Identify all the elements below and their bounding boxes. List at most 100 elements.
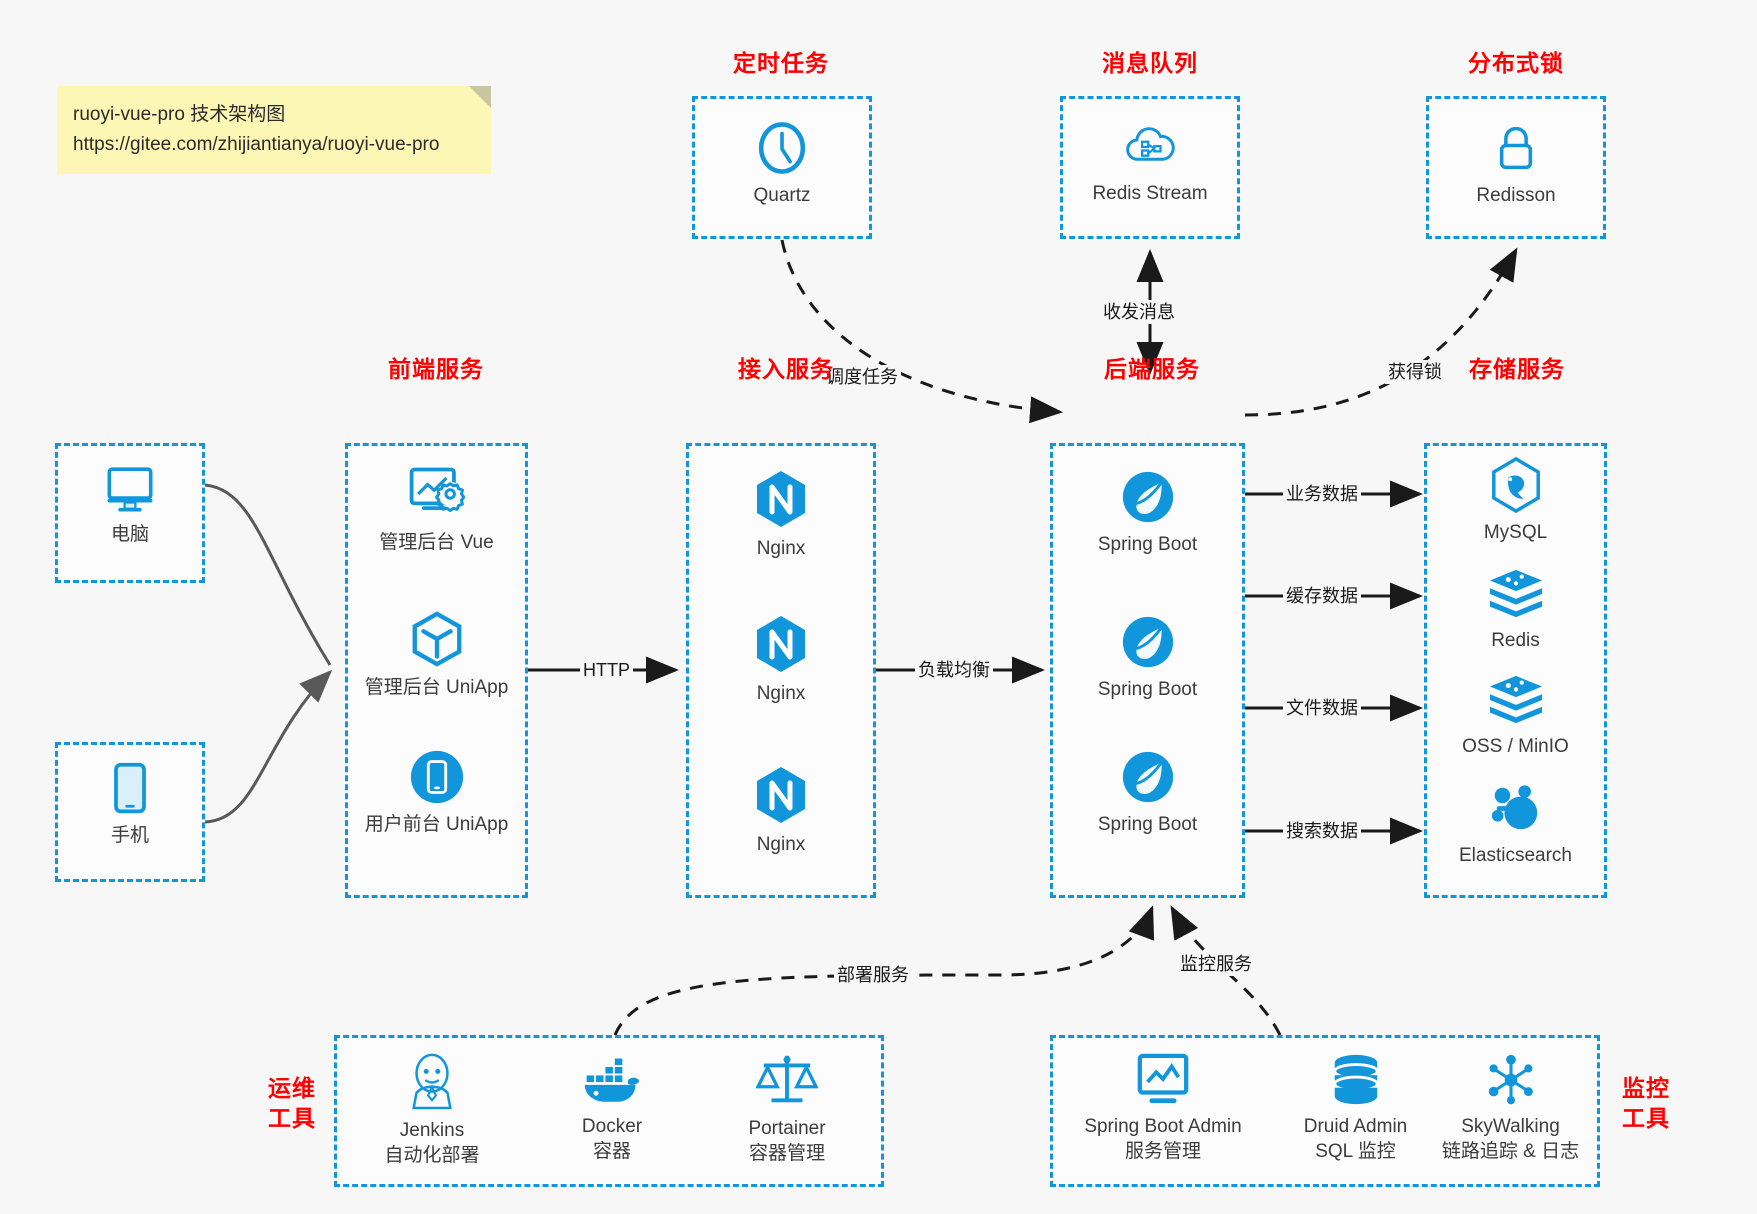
node-mobile[interactable]: 手机	[58, 761, 202, 848]
cube-icon	[412, 611, 461, 667]
node-label: Quartz	[753, 185, 811, 206]
edge-label-acquire-lock: 获得锁	[1385, 360, 1445, 384]
group-title-frontend: 前端服务	[388, 356, 484, 382]
node-elasticsearch[interactable]: Elasticsearch	[1427, 781, 1604, 868]
node-label: 用户前台 UniApp	[364, 814, 509, 835]
node-nginx-3[interactable]: Nginx	[689, 764, 873, 857]
group-device-desktop: 电脑	[55, 443, 205, 583]
group-gateway: Nginx Nginx Nginx	[686, 443, 876, 898]
spring-icon	[1122, 751, 1173, 803]
node-label: 电脑	[110, 524, 149, 545]
node-admin-vue[interactable]: 管理后台 Vue	[348, 464, 525, 555]
node-druid-admin[interactable]: Druid Admin SQL 监控	[1268, 1052, 1443, 1164]
group-lock: Redisson	[1426, 96, 1606, 239]
group-title-gateway: 接入服务	[738, 356, 834, 382]
node-desktop[interactable]: 电脑	[58, 462, 202, 547]
edge-label-send-receive-message: 收发消息	[1100, 300, 1178, 324]
node-label: Spring Boot Admin	[1084, 1116, 1242, 1137]
node-sublabel: 服务管理	[1124, 1141, 1201, 1162]
node-label: 手机	[110, 825, 149, 846]
edge-label-http: HTTP	[580, 658, 633, 682]
lock-icon	[1499, 126, 1533, 170]
node-skywalking[interactable]: SkyWalking 链路追踪 & 日志	[1423, 1052, 1598, 1164]
node-label: MySQL	[1483, 522, 1548, 543]
node-spring-boot-admin[interactable]: Spring Boot Admin 服务管理	[1053, 1052, 1273, 1164]
node-label: Spring Boot	[1097, 534, 1198, 555]
edge-label-business-data: 业务数据	[1283, 482, 1361, 506]
node-sublabel: 容器	[592, 1141, 631, 1162]
node-label: 管理后台 Vue	[379, 532, 494, 553]
group-devops: Jenkins 自动化部署 Docker 容器	[334, 1035, 884, 1187]
note-url: https://gitee.com/zhijiantianya/ruoyi-vu…	[73, 134, 440, 155]
node-oss-minio[interactable]: OSS / MinIO	[1427, 674, 1604, 759]
docker-icon	[584, 1058, 640, 1102]
group-title-devops-line2: 工具	[268, 1105, 316, 1131]
node-label: Spring Boot	[1097, 814, 1198, 835]
group-title-monitor-line2: 工具	[1622, 1105, 1670, 1131]
database-icon	[1332, 1054, 1379, 1105]
desktop-icon	[107, 467, 153, 512]
group-timer: Quartz	[692, 96, 872, 239]
monitor-chart-icon	[1137, 1053, 1189, 1104]
node-label: Nginx	[756, 538, 806, 559]
oss-icon	[1489, 675, 1542, 724]
node-label: 管理后台 UniApp	[364, 677, 509, 698]
edge-label-search-data: 搜索数据	[1283, 819, 1361, 843]
nginx-icon	[757, 471, 805, 527]
node-nginx-1[interactable]: Nginx	[689, 468, 873, 561]
node-label: SkyWalking	[1461, 1116, 1560, 1137]
node-sublabel: 自动化部署	[384, 1145, 480, 1166]
mobile-round-icon	[410, 750, 463, 804]
group-title-storage: 存储服务	[1469, 356, 1565, 382]
cloud-node-icon	[1126, 127, 1175, 161]
edge-label-deploy-service: 部署服务	[834, 963, 912, 987]
node-user-uniapp[interactable]: 用户前台 UniApp	[348, 748, 525, 837]
node-portainer[interactable]: Portainer 容器管理	[702, 1050, 872, 1166]
elasticsearch-icon	[1491, 785, 1537, 830]
dashboard-gear-icon	[409, 467, 465, 513]
group-monitor: Spring Boot Admin 服务管理 Druid Admin SQL 监…	[1050, 1035, 1600, 1187]
node-jenkins[interactable]: Jenkins 自动化部署	[347, 1050, 517, 1168]
node-nginx-2[interactable]: Nginx	[689, 613, 873, 706]
node-label: Jenkins	[399, 1120, 465, 1141]
node-redis[interactable]: Redis	[1427, 568, 1604, 653]
redis-icon	[1489, 569, 1542, 618]
group-title-backend: 后端服务	[1104, 356, 1200, 382]
mysql-icon	[1491, 456, 1540, 514]
node-label: Nginx	[756, 683, 806, 704]
node-spring-boot-3[interactable]: Spring Boot	[1053, 748, 1242, 837]
node-sublabel: 链路追踪 & 日志	[1441, 1141, 1580, 1162]
group-title-monitor-line1: 监控	[1622, 1075, 1670, 1101]
scales-icon	[756, 1055, 818, 1103]
node-sublabel: SQL 监控	[1315, 1141, 1396, 1162]
group-title-lock: 分布式锁	[1468, 50, 1564, 76]
node-label: Redis Stream	[1092, 183, 1208, 204]
node-label: Nginx	[756, 834, 806, 855]
clock-icon	[758, 122, 806, 174]
sticky-note: ruoyi-vue-pro 技术架构图 https://gitee.com/zh…	[57, 86, 491, 174]
group-mq: Redis Stream	[1060, 96, 1240, 239]
node-spring-boot-1[interactable]: Spring Boot	[1053, 468, 1242, 557]
group-title-timer: 定时任务	[733, 50, 829, 76]
node-mysql[interactable]: MySQL	[1427, 456, 1604, 545]
group-title-devops-line1: 运维	[268, 1075, 316, 1101]
node-admin-uniapp[interactable]: 管理后台 UniApp	[348, 609, 525, 700]
node-label: OSS / MinIO	[1462, 736, 1569, 757]
group-title-monitor: 监控 工具	[1612, 1073, 1680, 1133]
edge-label-file-data: 文件数据	[1283, 696, 1361, 720]
edge-label-schedule-task: 调度任务	[823, 365, 901, 389]
node-label: Elasticsearch	[1459, 845, 1572, 866]
node-label: Docker	[581, 1116, 643, 1137]
node-docker[interactable]: Docker 容器	[527, 1056, 697, 1164]
node-label: Portainer	[748, 1118, 826, 1139]
spring-icon	[1122, 616, 1173, 668]
edge-label-load-balance: 负载均衡	[915, 658, 993, 682]
node-redis-stream[interactable]: Redis Stream	[1063, 119, 1237, 206]
node-redisson[interactable]: Redisson	[1429, 119, 1603, 208]
node-spring-boot-2[interactable]: Spring Boot	[1053, 613, 1242, 702]
group-device-mobile: 手机	[55, 742, 205, 882]
node-label: Redisson	[1476, 185, 1556, 206]
node-quartz[interactable]: Quartz	[695, 119, 869, 208]
group-title-mq: 消息队列	[1102, 50, 1198, 76]
edge-label-cache-data: 缓存数据	[1283, 584, 1361, 608]
